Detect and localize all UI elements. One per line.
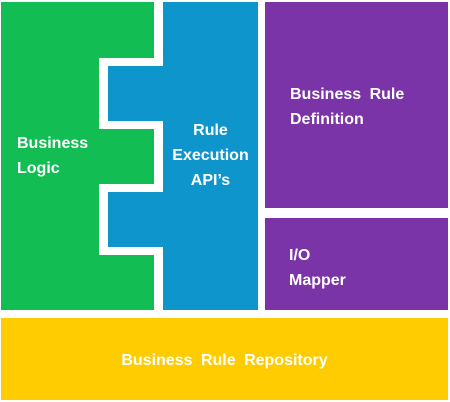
business-logic-label: Business Logic	[17, 131, 88, 181]
io-mapper-label: I/O Mapper	[289, 243, 346, 293]
business-rule-repository-label: Business Rule Repository	[1, 348, 448, 373]
business-rule-repository-block	[1, 318, 448, 400]
io-mapper-block	[265, 218, 448, 310]
rule-execution-api-label-line: Rule	[193, 122, 228, 139]
rule-execution-connector-bottom	[108, 192, 164, 247]
rule-execution-connector-top	[108, 66, 164, 121]
rule-execution-api-label-line: API’s	[190, 172, 231, 189]
rule-execution-api-label-line: Execution	[172, 147, 249, 164]
business-logic-block	[1, 2, 154, 310]
business-logic-label-line: Logic	[17, 160, 60, 177]
io-mapper-label-line: Mapper	[289, 272, 346, 289]
rule-execution-api-block	[163, 2, 258, 310]
business-rule-definition-label: Business Rule Definition	[290, 82, 404, 132]
business-rule-repository-label-line: Business Rule Repository	[121, 352, 328, 369]
rule-execution-api-label: Rule Execution API’s	[163, 118, 258, 193]
business-rule-definition-block	[265, 2, 448, 208]
io-mapper-label-line: I/O	[289, 247, 311, 264]
business-rule-definition-label-line: Business Rule	[290, 86, 405, 103]
business-rule-definition-label-line: Definition	[290, 111, 364, 128]
business-logic-label-line: Business	[17, 135, 89, 152]
